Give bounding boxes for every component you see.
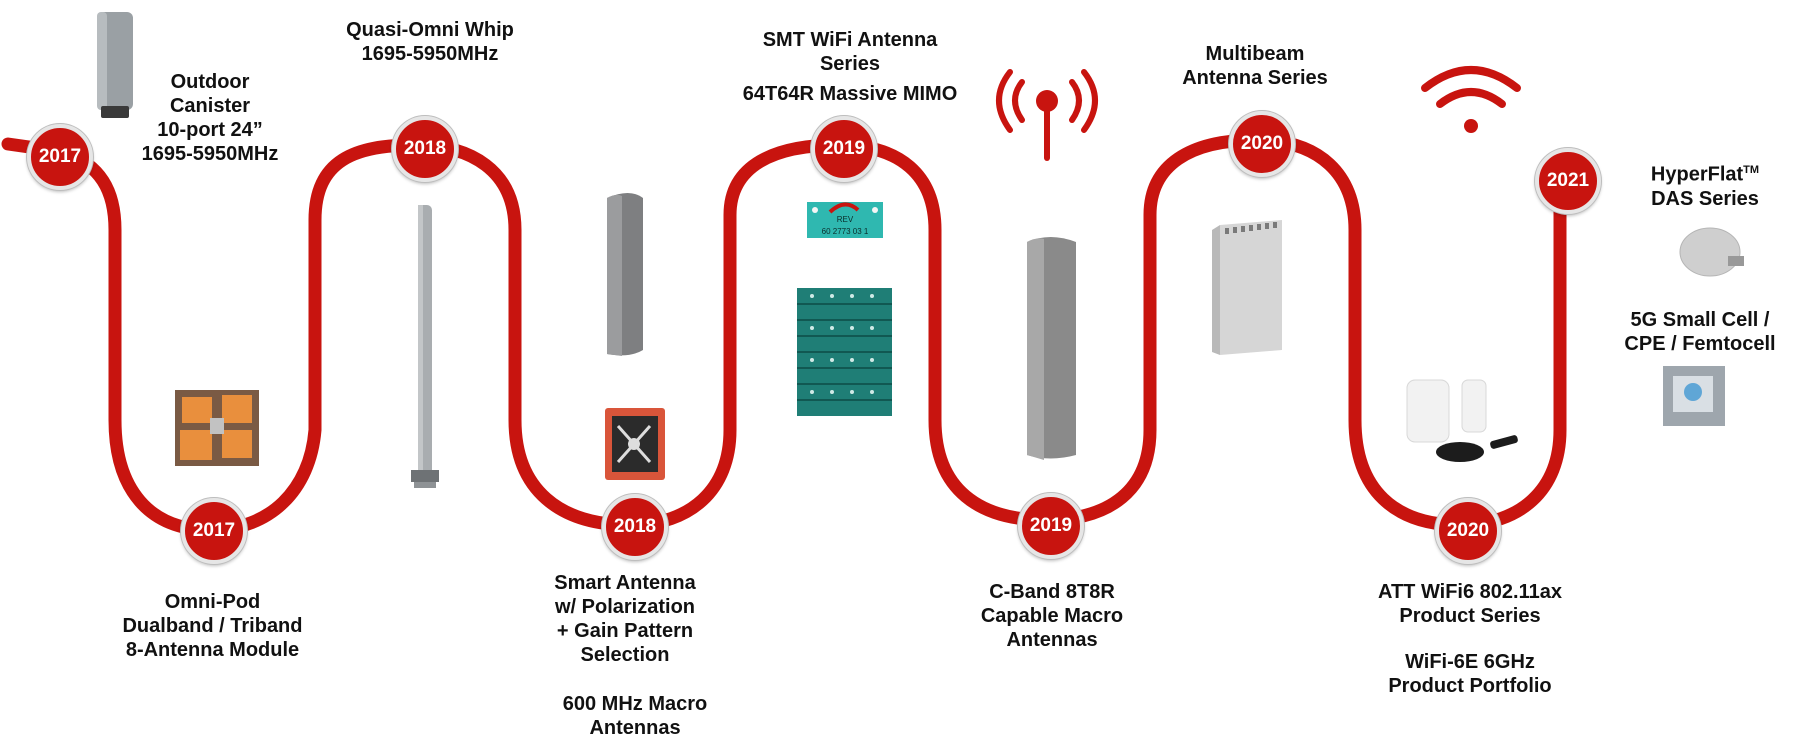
c-band-label: C-Band 8T8R Capable Macro Antennas [980,581,1124,651]
pcb-part-number-text: 60 2773 03 1 [822,227,869,236]
smart-antenna-panel-image [607,193,643,356]
quasi-omni-whip-label: Quasi-Omni Whip 1695-5950MHz [346,19,514,65]
smt-wifi-label: SMT WiFi Antenna Series 64T64R Massive M… [742,29,958,105]
omni-pod-image [175,390,259,466]
year-node-2020-a: 2020 [1229,111,1295,177]
radio-tower-icon [996,69,1098,161]
year-node-2019-a: 2019 [811,116,877,182]
omni-pod-label: Omni-Pod Dualband / Triband 8-Antenna Mo… [122,591,303,661]
small-cell-label: 5G Small Cell / CPE / Femtocell [1624,309,1776,355]
smt-wifi-pcb-image: REV 60 2773 03 1 [807,202,883,238]
year-node-2017-b: 2017 [181,498,247,564]
wifi-icon [1421,66,1521,133]
year-node-2018-b: 2018 [602,494,668,560]
c-band-macro-antenna-image [1027,237,1076,460]
year-node-2018-a: 2018 [392,116,458,182]
att-wifi6-label: ATT WiFi6 802.11ax Product Series [1378,581,1562,627]
multibeam-label: Multibeam Antenna Series [1182,43,1328,89]
multibeam-antenna-image [1212,220,1282,355]
timeline-track [1,133,1567,537]
macro-antennas-600mhz-label: 600 MHz Macro Antennas [562,693,708,739]
hyperflat-das-label: HyperFlatTM DAS Series [1650,163,1760,210]
das-small-cell-image [1679,227,1744,277]
femtocell-image [1663,366,1725,426]
pcb-rev-text: REV [837,215,854,224]
year-node-2017-a: 2017 [27,124,93,190]
year-node-2021: 2021 [1535,148,1601,214]
year-node-2019-b: 2019 [1018,493,1084,559]
quasi-omni-whip-image [411,205,439,488]
outdoor-canister-label: Outdoor Canister 10-port 24” 1695-5950MH… [141,71,279,165]
massive-mimo-array-image [797,288,892,416]
year-node-2020-b: 2020 [1435,498,1501,564]
smart-antenna-label: Smart Antenna w/ Polarization + Gain Pat… [554,572,696,666]
outdoor-canister-image [97,12,133,118]
wifi-6e-label: WiFi-6E 6GHz Product Portfolio [1388,651,1552,697]
smart-antenna-board-image [605,408,665,480]
wifi6-products-image [1406,379,1518,462]
